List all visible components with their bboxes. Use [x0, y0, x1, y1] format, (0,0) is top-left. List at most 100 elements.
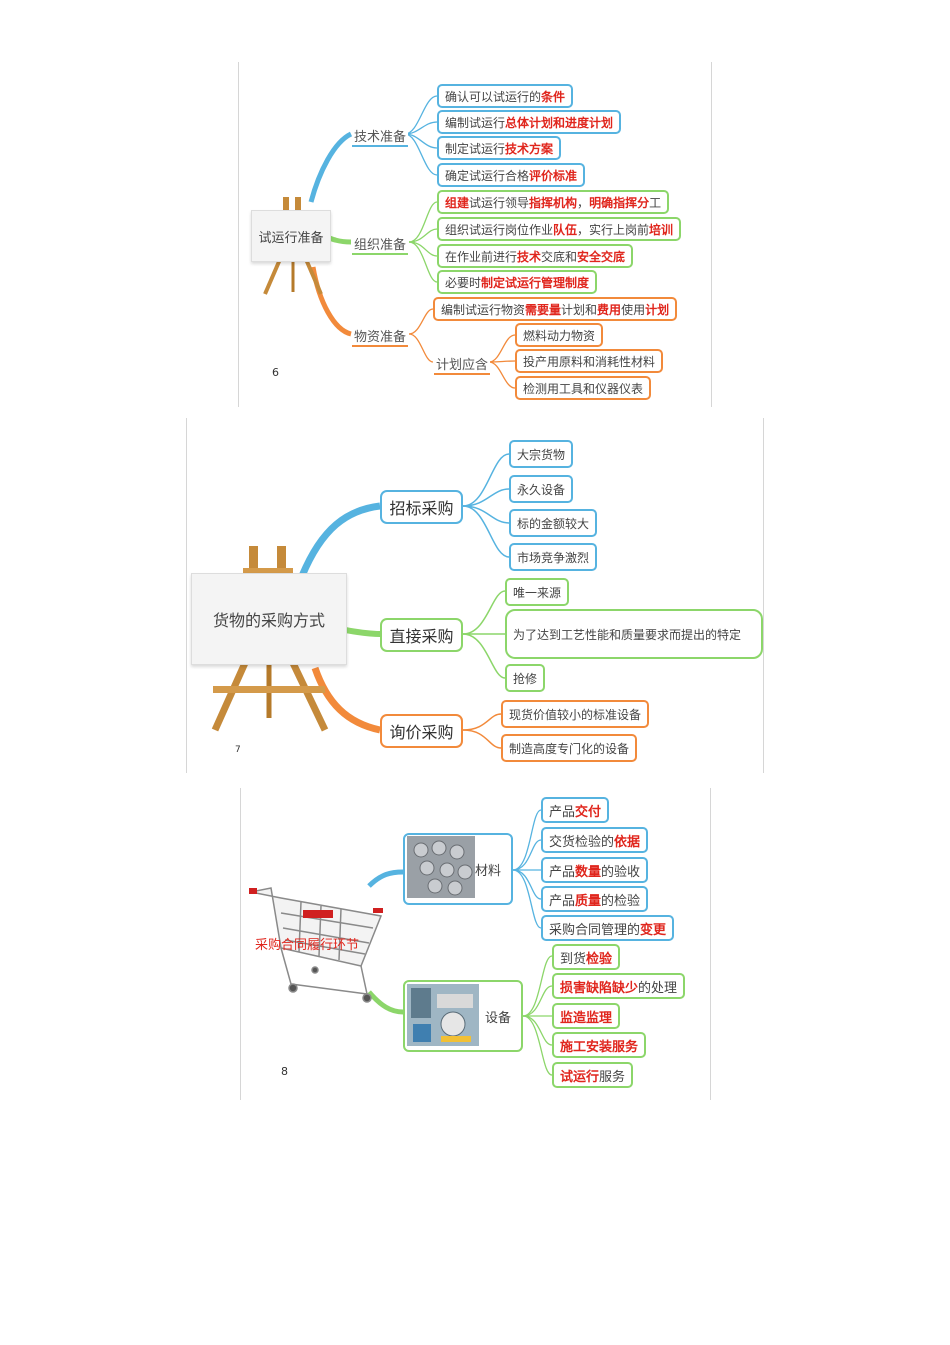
leaf-node: 检测用工具和仪器仪表	[515, 376, 652, 400]
leaf-text: 的检验	[601, 893, 641, 909]
shopping-cart-icon	[249, 887, 383, 1003]
mindmap-panel-trial-run-preparation: 试运行准备 技术准备 组织准备 物资准备 计划应含 确认可以试运行的条件 编制试…	[238, 62, 712, 407]
steel-pipes-icon	[407, 836, 475, 898]
leaf-node: 制定试运行技术方案	[437, 136, 562, 160]
page-number: 7	[235, 745, 241, 755]
leaf-node: 施工安装服务	[552, 1032, 647, 1058]
subcategory-plan-contents: 计划应含	[434, 354, 491, 375]
category-inquiry-procurement: 询价采购	[380, 714, 463, 748]
leaf-node: 燃料动力物资	[515, 323, 604, 347]
leaf-text: 使用	[621, 302, 646, 317]
highlight-text: 数量	[575, 864, 602, 880]
leaf-node: 现货价值较小的标准设备	[501, 700, 650, 728]
leaf-text: 的处理	[638, 980, 678, 996]
leaf-node: 标的金额较大	[509, 509, 598, 537]
leaf-node: 确定试运行合格评价标准	[437, 163, 586, 187]
leaf-node: 必要时制定试运行管理制度	[437, 270, 598, 294]
leaf-node: 抢修	[505, 664, 546, 692]
leaf-text: 产品	[549, 864, 576, 880]
factory-equipment-icon	[407, 984, 479, 1046]
highlight-text: 费用	[597, 302, 622, 317]
leaf-node: 产品质量的检验	[541, 886, 649, 912]
category-material-prep: 物资准备	[352, 326, 409, 347]
leaf-text: ，实行上岗前	[577, 222, 650, 237]
leaf-text: 组织试运行岗位作业	[445, 222, 554, 237]
leaf-text: 试运行领导	[469, 195, 530, 210]
leaf-node: 试运行服务	[552, 1062, 634, 1088]
highlight-text: 培训	[649, 222, 674, 237]
category-tender-procurement: 招标采购	[380, 490, 463, 524]
leaf-node: 损害缺陷缺少的处理	[552, 973, 686, 999]
leaf-node: 采购合同管理的变更	[541, 915, 675, 941]
highlight-text: 条件	[541, 89, 566, 104]
easel-icon	[211, 546, 329, 732]
highlight-text: 制定试运行管理制度	[481, 275, 590, 290]
category-equipment: 设备	[403, 980, 523, 1052]
leaf-node: 编制试运行总体计划和进度计划	[437, 110, 622, 134]
mindmap-panel-contract-performance: 采购合同履行环节 材料 设备 产品交付 交货检验的依据 产品数量的验收 产品质量…	[240, 788, 711, 1100]
leaf-node: 监造监理	[552, 1003, 621, 1029]
leaf-text: 确定试运行合格	[445, 168, 530, 183]
category-technical-prep: 技术准备	[352, 126, 409, 147]
category-direct-procurement: 直接采购	[380, 618, 463, 652]
highlight-text: 变更	[640, 922, 667, 938]
highlight-text: 检验	[586, 951, 613, 967]
leaf-node: 到货检验	[552, 944, 621, 970]
page-number: 8	[281, 1065, 288, 1078]
leaf-text: 计划和	[561, 302, 598, 317]
leaf-node: 交货检验的依据	[541, 827, 649, 853]
leaf-node: 为了达到工艺性能和质量要求而提出的特定	[505, 609, 763, 659]
root-label: 货物的采购方式	[212, 611, 325, 630]
root-node: 试运行准备	[251, 210, 331, 262]
highlight-text: 总体计划和进度计划	[505, 115, 614, 130]
leaf-node: 组建试运行领导指挥机构，明确指挥分工	[437, 190, 670, 214]
highlight-text: 计划	[645, 302, 670, 317]
highlight-text: 评价标准	[529, 168, 578, 183]
leaf-text: 在作业前进行	[445, 249, 518, 264]
leaf-text: 制定试运行	[445, 141, 506, 156]
highlight-text: 施工安装服务	[560, 1039, 639, 1055]
highlight-text: 安全交底	[577, 249, 626, 264]
leaf-text: 交货检验的	[549, 834, 615, 850]
leaf-text: 产品	[549, 893, 576, 909]
highlight-text: 指挥机构	[529, 195, 578, 210]
category-organization-prep: 组织准备	[352, 234, 409, 255]
connector-lines	[249, 809, 553, 1076]
highlight-text: 质量	[575, 893, 602, 909]
highlight-text: 依据	[614, 834, 641, 850]
leaf-node: 永久设备	[509, 475, 574, 503]
leaf-node: 产品交付	[541, 797, 610, 823]
leaf-node: 大宗货物	[509, 440, 574, 468]
leaf-text: 交底和	[541, 249, 578, 264]
highlight-text: 技术方案	[505, 141, 554, 156]
leaf-node: 唯一来源	[505, 578, 570, 606]
leaf-text: 编制试运行物资	[441, 302, 526, 317]
category-materials: 材料	[403, 833, 513, 905]
leaf-text: 编制试运行	[445, 115, 506, 130]
page-number: 6	[272, 366, 279, 379]
leaf-text: ，	[577, 195, 590, 210]
root-label: 试运行准备	[258, 230, 324, 246]
leaf-node: 制造高度专门化的设备	[501, 734, 638, 762]
highlight-text: 技术	[517, 249, 542, 264]
leaf-text: 工	[649, 195, 662, 210]
root-node: 货物的采购方式	[191, 573, 347, 665]
mindmap-panel-procurement-methods: 货物的采购方式 招标采购 直接采购 询价采购 大宗货物 永久设备 标的金额较大 …	[186, 418, 764, 773]
leaf-text: 的验收	[601, 864, 641, 880]
highlight-text: 明确指挥分	[589, 195, 650, 210]
connector-lines	[211, 453, 510, 749]
leaf-node: 组织试运行岗位作业队伍，实行上岗前培训	[437, 217, 682, 241]
leaf-node: 市场竞争激烈	[509, 543, 598, 571]
leaf-text: 必要时	[445, 275, 482, 290]
leaf-text: 服务	[599, 1069, 626, 1085]
leaf-text: 产品	[549, 804, 576, 820]
highlight-text: 组建	[445, 195, 470, 210]
highlight-text: 队伍	[553, 222, 578, 237]
highlight-text: 监造监理	[560, 1010, 613, 1026]
highlight-text: 试运行	[560, 1069, 600, 1085]
root-label: 采购合同履行环节	[255, 938, 360, 953]
leaf-node: 编制试运行物资需要量计划和费用使用计划	[433, 297, 678, 321]
leaf-node: 投产用原料和消耗性材料	[515, 349, 664, 373]
highlight-text: 损害缺陷缺少	[560, 980, 639, 996]
highlight-text: 需要量	[525, 302, 562, 317]
